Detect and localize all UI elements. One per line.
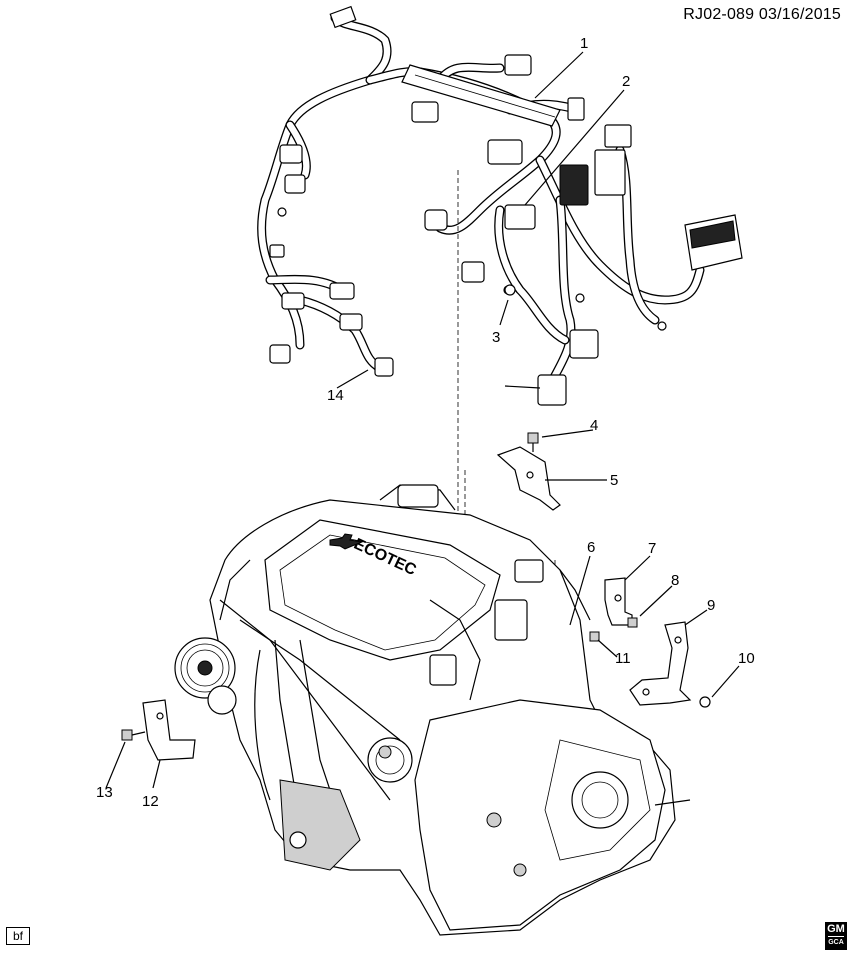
bracket-7 xyxy=(604,577,633,626)
gca-logo-text: GCA xyxy=(828,936,844,948)
bolt-11 xyxy=(589,631,600,642)
callout-8: 8 xyxy=(671,572,679,589)
footer-tag: bf xyxy=(6,927,30,945)
leader-lines xyxy=(105,51,740,789)
callout-4: 4 xyxy=(590,417,598,434)
callout-12: 12 xyxy=(142,793,159,810)
bracket-5 xyxy=(496,446,561,511)
diagram-code: RJ02-089 xyxy=(683,6,755,23)
gm-logo-text: GM xyxy=(827,923,845,935)
diagram-date: 03/16/2015 xyxy=(758,6,841,23)
wiring-harness xyxy=(257,5,743,406)
bolt-8 xyxy=(627,617,638,628)
callout-1: 1 xyxy=(580,35,588,52)
callout-2: 2 xyxy=(622,73,630,90)
callout-13: 13 xyxy=(96,784,113,801)
nut-3 xyxy=(504,284,516,296)
bolt-4 xyxy=(527,432,539,452)
diagram-header: RJ02-089 03/16/2015 xyxy=(683,6,841,24)
bracket-12 xyxy=(142,699,196,761)
callout-numbers: 1 2 3 4 5 6 7 8 9 10 11 12 13 14 xyxy=(96,35,755,810)
callout-11: 11 xyxy=(615,650,631,667)
bracket-9 xyxy=(629,621,692,706)
callout-10: 10 xyxy=(738,650,755,667)
callout-3: 3 xyxy=(492,329,500,346)
bolt-13 xyxy=(121,729,146,741)
callout-14: 14 xyxy=(327,387,344,404)
callout-5: 5 xyxy=(610,472,618,489)
gm-logo: GM GCA xyxy=(825,922,847,950)
nut-10 xyxy=(699,696,711,708)
engine-assembly: ECOTEC xyxy=(174,484,691,936)
callout-7: 7 xyxy=(648,540,656,557)
callout-9: 9 xyxy=(707,597,715,614)
callout-6: 6 xyxy=(587,539,595,556)
